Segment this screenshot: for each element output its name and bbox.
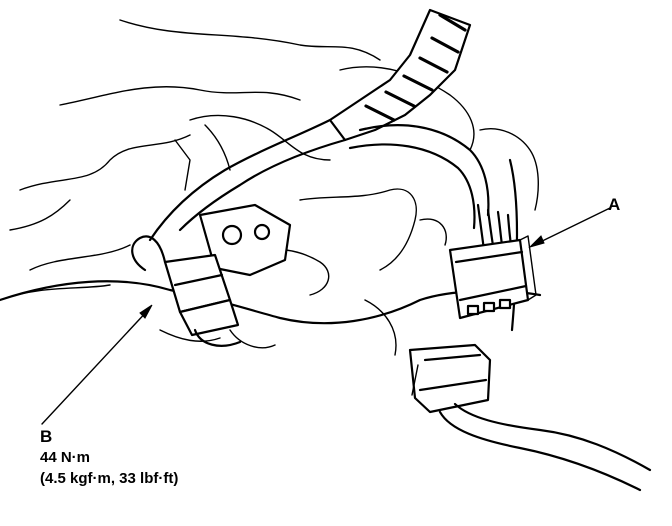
leader-b [41, 304, 153, 425]
torque-spec-nm: 44 N·m [40, 449, 91, 466]
connector-a [448, 203, 537, 320]
torque-spec-alt: (4.5 kgf·m, 33 lbf·ft) [40, 470, 179, 487]
callout-b-label: B [40, 427, 53, 446]
callout-a-label: A [608, 195, 621, 214]
mating-connector [408, 343, 652, 492]
leader-a [528, 207, 611, 249]
wiring-harness [148, 8, 490, 242]
sensor-b [131, 203, 292, 347]
housing-edge [508, 158, 519, 332]
